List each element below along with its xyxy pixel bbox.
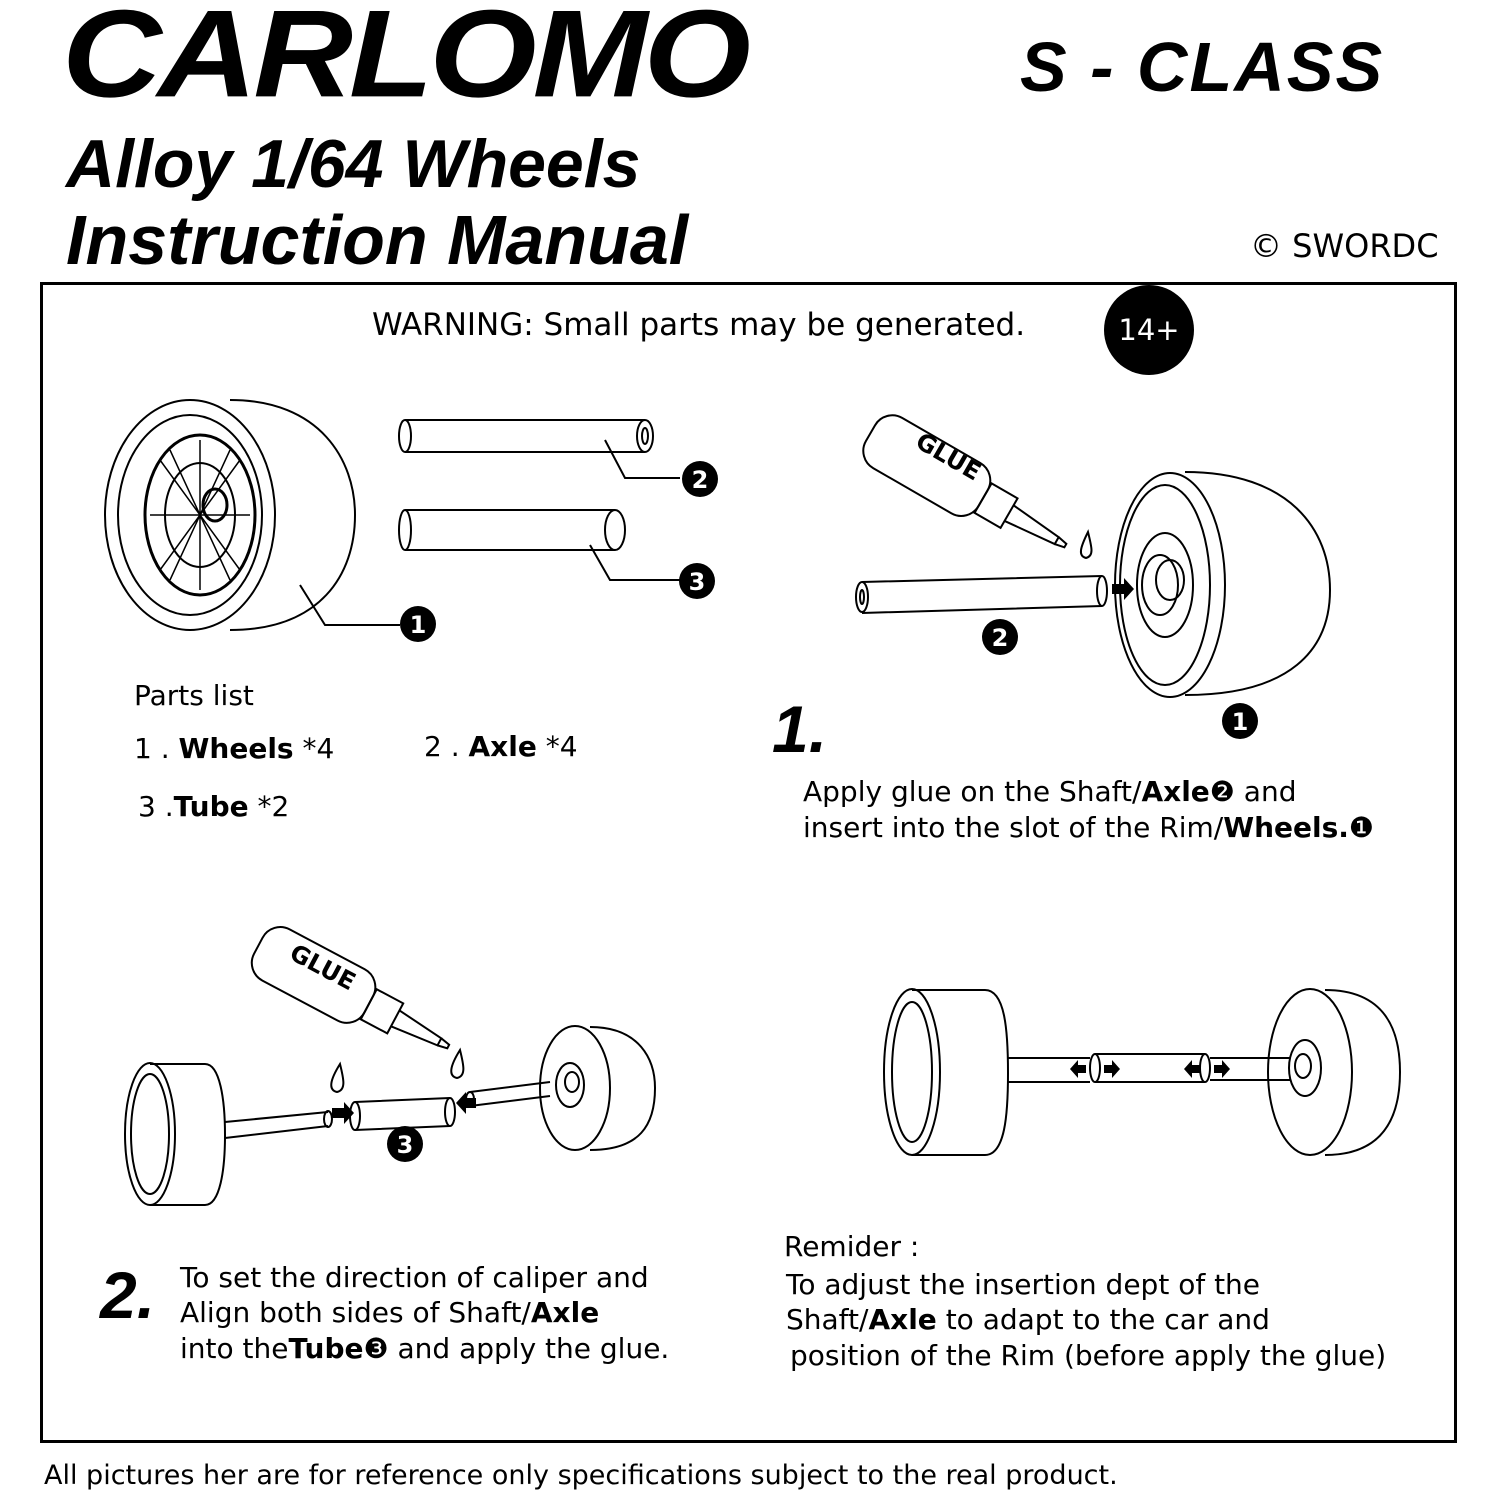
text-segment: Align both sides of Shaft/ <box>180 1296 531 1329</box>
item-qty: *4 <box>293 732 335 765</box>
text-segment: Shaft/ <box>786 1303 869 1336</box>
callout-1: 1 <box>400 606 436 642</box>
reminder-tube <box>1089 1053 1211 1083</box>
step1-line2: insert into the slot of the Rim/Wheels.❶ <box>803 814 1374 842</box>
step1-axle <box>855 575 1108 614</box>
glue-label: GLUE <box>911 427 986 486</box>
step2-left-axle <box>224 1111 329 1139</box>
glue-drop-icon <box>450 1047 465 1080</box>
callout-2: 2 <box>682 461 718 497</box>
item-qty: *4 <box>536 730 578 763</box>
text-segment: and <box>1234 775 1297 808</box>
arrow-right-icon <box>1112 578 1134 600</box>
reminder-line2: Shaft/Axle to adapt to the car and <box>786 1306 1270 1334</box>
text-segment: Axle <box>868 1303 937 1336</box>
glue-drop-icon <box>330 1061 345 1094</box>
arrow-left-icon <box>1184 1060 1200 1078</box>
copyright-notice: © SWORDC <box>1250 227 1439 265</box>
callout-3: 3 <box>387 1126 423 1162</box>
step2-left-wheel <box>124 1062 227 1206</box>
glue-drop-icon <box>1080 529 1093 560</box>
text-segment: into the <box>180 1332 289 1365</box>
reminder-right-wheel <box>1267 988 1402 1156</box>
step2-right-wheel <box>539 1025 657 1151</box>
text-segment: to adapt to the car and <box>936 1303 1270 1336</box>
item-number: 2 . <box>424 730 469 763</box>
callout-symbol: ❸ <box>363 1332 389 1365</box>
text-segment: and apply the glue. <box>388 1332 670 1365</box>
parts-axle-illustration <box>398 419 680 479</box>
callout-1: 1 <box>1222 703 1258 739</box>
step1-number: 1. <box>772 692 828 766</box>
reminder-left-wheel <box>883 988 1010 1156</box>
callout-number: 2 <box>992 624 1009 652</box>
arrow-right-icon <box>1214 1060 1230 1078</box>
step1-line1: Apply glue on the Shaft/Axle❷ and <box>803 778 1296 806</box>
item-number: 3 . <box>138 790 174 823</box>
step2-line3: into theTube❸ and apply the glue. <box>180 1335 669 1363</box>
parts-item-tube: 3 .Tube *2 <box>138 793 289 821</box>
step1-glue-bottle <box>862 414 1068 549</box>
footer-disclaimer: All pictures her are for reference only … <box>44 1460 1118 1491</box>
reminder-line3: position of the Rim (before apply the gl… <box>790 1339 1387 1372</box>
step2-line2: Align both sides of Shaft/Axle <box>180 1299 599 1327</box>
callout-number: 2 <box>692 466 709 494</box>
callout-number: 3 <box>397 1131 414 1159</box>
parts-item-wheels: 1 . Wheels *4 <box>134 735 334 763</box>
item-name: Tube <box>173 790 249 823</box>
brand-logo: CARLOMO <box>62 0 751 124</box>
callout-symbol: ❶ <box>1348 811 1374 844</box>
reminder-line1: To adjust the insertion dept of the <box>786 1268 1261 1301</box>
callout-symbol: ❷ <box>1209 775 1235 808</box>
item-qty: *2 <box>248 790 290 823</box>
text-segment: Axle <box>1141 775 1210 808</box>
subtitle-product: Alloy 1/64 Wheels <box>66 126 641 202</box>
text-segment: Wheels. <box>1223 811 1349 844</box>
subtitle-manual: Instruction Manual <box>66 201 689 279</box>
reminder-heading: Remider : <box>784 1230 920 1263</box>
instruction-frame <box>40 282 1457 1443</box>
step2-glue-bottle <box>250 926 451 1050</box>
step2-tube <box>349 1097 456 1131</box>
callout-3: 3 <box>679 563 715 599</box>
step2-number: 2. <box>100 1258 156 1332</box>
item-name: Wheels <box>178 732 294 765</box>
arrow-right-icon <box>1104 1060 1120 1078</box>
direction-arrows <box>332 578 1230 1124</box>
item-number: 1 . <box>134 732 179 765</box>
parts-tube-illustration <box>398 509 680 581</box>
callout-number: 3 <box>689 568 706 596</box>
parts-list-heading: Parts list <box>134 679 254 712</box>
step1-wheel <box>1114 471 1332 698</box>
text-segment: insert into the slot of the Rim/ <box>803 811 1224 844</box>
parts-wheel-illustration <box>104 399 400 631</box>
warning-text: WARNING: Small parts may be generated. <box>372 307 1026 343</box>
model-name: S - CLASS <box>1020 28 1385 106</box>
callout-number: 1 <box>1232 708 1249 736</box>
arrow-left-icon <box>1070 1060 1086 1078</box>
step2-right-axle <box>469 1081 551 1107</box>
reminder-left-axle <box>1008 1057 1090 1083</box>
age-badge: 14+ <box>1104 285 1194 375</box>
text-segment: Axle <box>530 1296 600 1329</box>
text-segment: Tube <box>288 1332 364 1365</box>
text-segment: Apply glue on the Shaft/ <box>803 775 1142 808</box>
reminder-right-axle <box>1210 1057 1290 1081</box>
arrow-left-icon <box>456 1092 476 1114</box>
callout-2: 2 <box>982 619 1018 655</box>
step2-line1: To set the direction of caliper and <box>180 1261 649 1294</box>
callout-number: 1 <box>410 611 427 639</box>
arrow-right-icon <box>332 1102 354 1124</box>
parts-item-axle: 2 . Axle *4 <box>424 733 578 761</box>
item-name: Axle <box>468 730 537 763</box>
